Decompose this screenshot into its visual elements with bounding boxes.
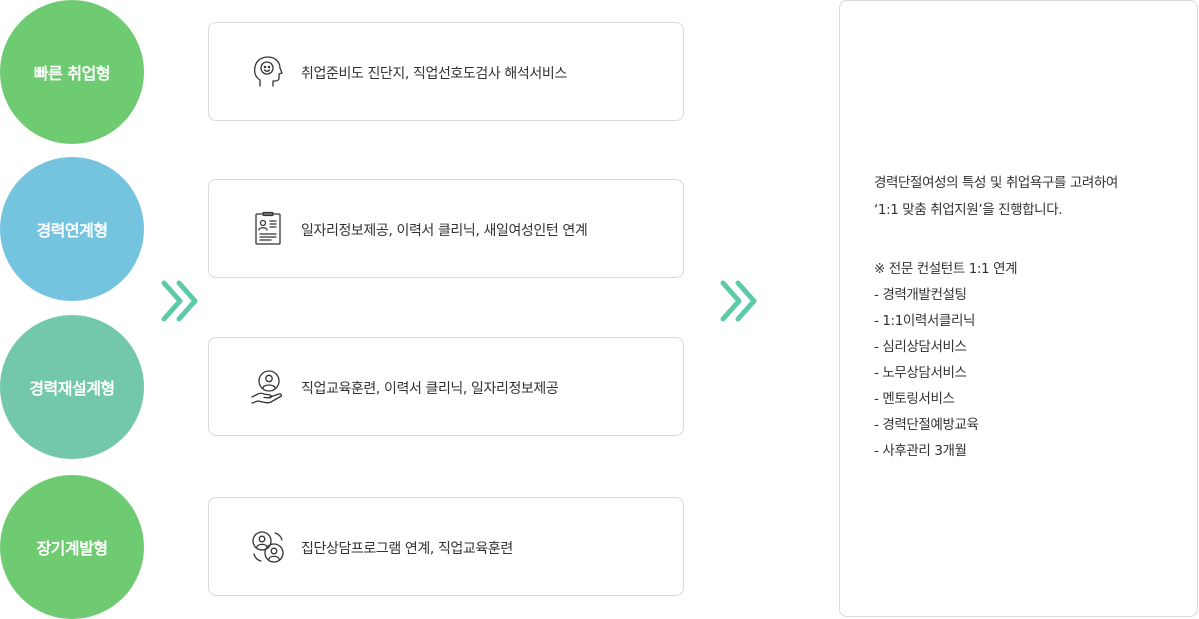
- service-card: 취업준비도 진단지, 직업선호도검사 해석서비스: [208, 22, 684, 121]
- list-item: - 경력개발컨설팅: [874, 287, 967, 303]
- service-text: 집단상담프로그램 연계, 직업교육훈련: [301, 541, 513, 557]
- type-circle-career-redesign: 경력재설계형: [0, 315, 144, 459]
- type-circle-long-term-development: 장기계발형: [0, 475, 144, 619]
- service-card: 집단상담프로그램 연계, 직업교육훈련: [208, 497, 684, 596]
- description-line: ‘1:1 맞춤 취업지원’을 진행합니다.: [874, 202, 1063, 218]
- type-label: 장기계발형: [36, 539, 108, 558]
- resume-document-icon: [249, 210, 287, 248]
- service-card: 직업교육훈련, 이력서 클리닉, 일자리정보제공: [208, 337, 684, 436]
- type-circle-career-link: 경력연계형: [0, 157, 144, 301]
- list-item: - 1:1이력서클리닉: [874, 313, 976, 329]
- consulting-panel: 경력단절여성의 특성 및 취업욕구를 고려하여 ‘1:1 맞춤 취업지원’을 진…: [839, 0, 1198, 617]
- consultant-list: ※ 전문 컨설턴트 1:1 연계 - 경력개발컨설팅 - 1:1이력서클리닉 -…: [874, 256, 1018, 464]
- type-label: 경력연계형: [36, 221, 108, 240]
- service-card: 일자리정보제공, 이력서 클리닉, 새일여성인턴 연계: [208, 179, 684, 278]
- hand-person-icon: [249, 368, 287, 406]
- consultant-note-title: ※ 전문 컨설턴트 1:1 연계: [874, 261, 1018, 277]
- type-circle-quick-employment: 빠른 취업형: [0, 0, 144, 144]
- double-chevron-right-icon: [158, 279, 202, 323]
- double-chevron-right-icon: [717, 279, 761, 323]
- list-item: - 사후관리 3개월: [874, 443, 967, 459]
- type-label: 경력재설계형: [29, 379, 115, 398]
- description-line: 경력단절여성의 특성 및 취업욕구를 고려하여: [874, 175, 1118, 191]
- list-item: - 멘토링서비스: [874, 391, 955, 407]
- group-counsel-icon: [249, 528, 287, 566]
- list-item: - 심리상담서비스: [874, 339, 967, 355]
- head-smile-icon: [249, 53, 287, 91]
- service-text: 일자리정보제공, 이력서 클리닉, 새일여성인턴 연계: [301, 223, 588, 239]
- type-label: 빠른 취업형: [33, 64, 111, 83]
- service-text: 취업준비도 진단지, 직업선호도검사 해석서비스: [301, 66, 567, 82]
- list-item: - 노무상담서비스: [874, 365, 967, 381]
- service-text: 직업교육훈련, 이력서 클리닉, 일자리정보제공: [301, 381, 559, 397]
- panel-description: 경력단절여성의 특성 및 취업욕구를 고려하여 ‘1:1 맞춤 취업지원’을 진…: [874, 170, 1118, 224]
- list-item: - 경력단절예방교육: [874, 417, 979, 433]
